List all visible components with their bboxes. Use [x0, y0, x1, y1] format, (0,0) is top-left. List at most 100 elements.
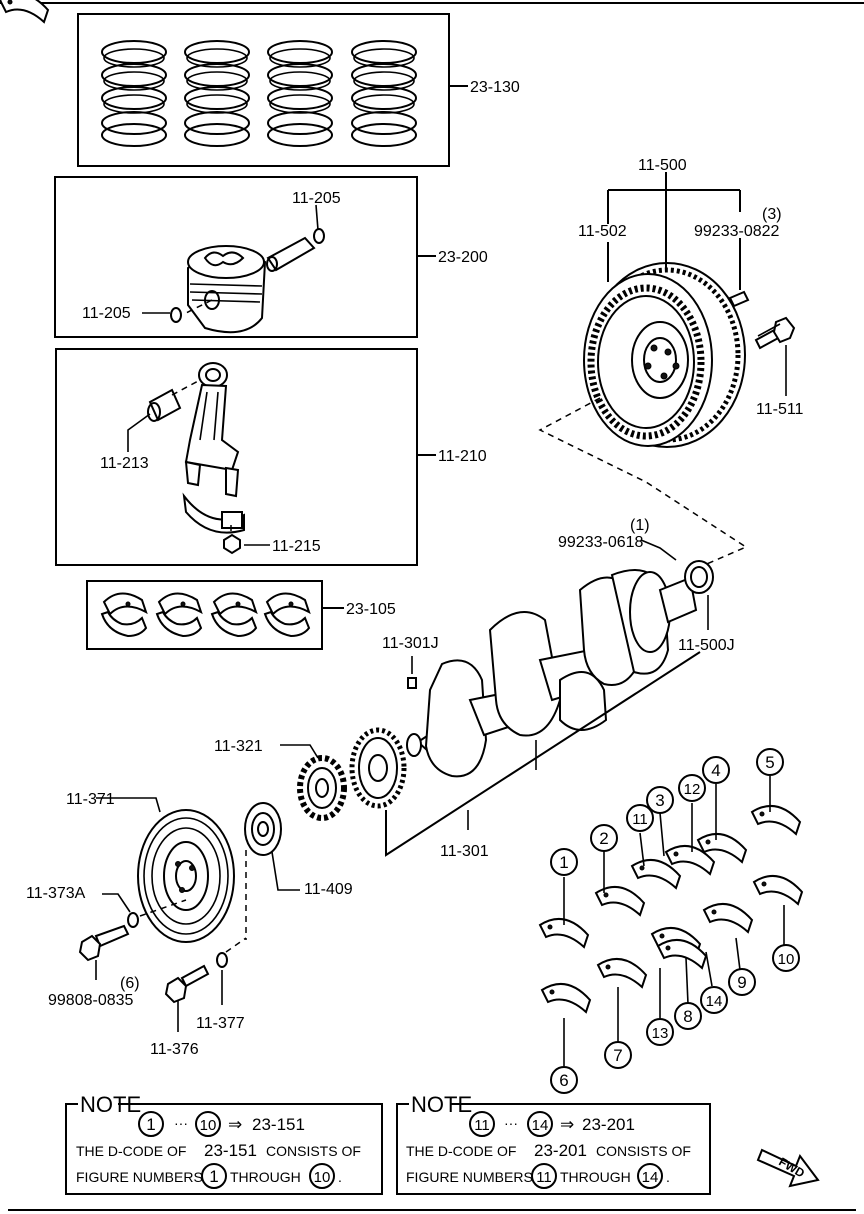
callout-11-215: 11-215: [272, 538, 321, 555]
figure-number-6: 6: [550, 1066, 578, 1094]
note-2-from: 11: [474, 1117, 490, 1134]
figure-number-circle: [626, 804, 654, 832]
piston-pin[interactable]: [266, 236, 316, 272]
flywheel-bolt[interactable]: [754, 316, 796, 350]
crank-sprocket[interactable]: [349, 727, 407, 809]
note-1-line3a: FIGURE NUMBERS: [76, 1169, 203, 1185]
figure-number-label: 3: [655, 791, 664, 810]
figure-number-circle: [674, 1002, 702, 1030]
callout-99233-0822-qty: (3): [762, 206, 782, 223]
flywheel[interactable]: [583, 262, 746, 448]
note-2-target: 23-201: [582, 1115, 635, 1134]
note-2-line3-from: 11: [536, 1169, 552, 1186]
note-1-heading: NOTE: [80, 1092, 141, 1117]
callout-11-373A: 11-373A: [26, 885, 86, 902]
note-2-line3-mid: THROUGH: [560, 1169, 631, 1185]
figure-number-label: 6: [559, 1071, 568, 1090]
oil-pump-gear[interactable]: [297, 755, 347, 821]
figure-number-11: 11: [626, 804, 654, 832]
piston[interactable]: [185, 245, 267, 334]
hub-bolt[interactable]: [164, 964, 210, 1004]
pilot-bearing[interactable]: [684, 560, 714, 594]
callout-11-511: 11-511: [756, 401, 804, 418]
note-1-line3-end: .: [338, 1169, 342, 1185]
crankshaft-pulley[interactable]: [137, 809, 235, 943]
piston-pin-clip-top[interactable]: [313, 228, 325, 244]
note-box-2: NOTE 11 ··· 14 ⇒ 23-201 THE D-CODE OF 23…: [396, 1092, 711, 1195]
note-2-line2b: CONSISTS OF: [596, 1143, 691, 1159]
hub-washer[interactable]: [216, 952, 228, 968]
note-1-dots: ···: [174, 1115, 188, 1131]
callout-11-213: 11-213: [100, 455, 149, 472]
figure-number-circle: [550, 848, 578, 876]
connecting-rod-box: [55, 348, 418, 566]
flywheel-dowel-pin[interactable]: [728, 290, 750, 308]
conrod-bearing-set[interactable]: [100, 592, 310, 638]
figure-number-14: 14: [700, 986, 728, 1014]
figure-number-label: 2: [599, 829, 608, 848]
note-2-line2a: THE D-CODE OF: [406, 1143, 516, 1159]
note-1-to: 10: [200, 1117, 217, 1134]
note-1-arrow: ⇒: [228, 1115, 242, 1134]
note-1-code: 23-151: [204, 1141, 257, 1160]
note-1-target: 23-151: [252, 1115, 305, 1134]
note-1-line3-to: 10: [314, 1169, 331, 1186]
callout-11-371: 11-371: [66, 791, 115, 808]
bearing-box: [86, 580, 323, 650]
figure-number-label: 14: [706, 993, 723, 1010]
pulley-hub[interactable]: [244, 802, 282, 856]
callout-11-376: 11-376: [150, 1041, 199, 1058]
note-1-line3-from: 1: [209, 1167, 218, 1186]
figure-number-circle: [550, 1066, 578, 1094]
figure-number-label: 10: [778, 951, 795, 968]
figure-number-label: 5: [765, 753, 774, 772]
figure-number-label: 12: [684, 781, 701, 798]
figure-number-5: 5: [756, 748, 784, 776]
callout-11-205-top: 11-205: [292, 190, 341, 207]
callout-11-321: 11-321: [214, 738, 263, 755]
callout-23-130: 23-130: [470, 79, 520, 96]
figure-number-label: 11: [632, 811, 648, 828]
figure-number-10: 10: [772, 944, 800, 972]
figure-number-circle: [604, 1041, 632, 1069]
pulley-bolt[interactable]: [78, 924, 130, 962]
callout-99233-0822: 99233-0822: [694, 223, 780, 240]
fwd-arrow-icon: FWD: [756, 1148, 820, 1188]
main-bearing-shells[interactable]: [0, 0, 803, 1013]
note-1-line3-mid: THROUGH: [230, 1169, 301, 1185]
note-1-line2a: THE D-CODE OF: [76, 1143, 186, 1159]
callout-11-500: 11-500: [638, 157, 687, 174]
note-2-line3a: FIGURE NUMBERS: [406, 1169, 533, 1185]
callout-11-301J: 11-301J: [382, 635, 439, 652]
figure-number-2: 2: [590, 824, 618, 852]
conrod-bushing[interactable]: [147, 379, 201, 422]
note-2-dots: ···: [504, 1115, 518, 1131]
pulley-washer[interactable]: [127, 912, 139, 928]
figure-number-circle: [646, 786, 674, 814]
figure-number-label: 1: [559, 853, 568, 872]
figure-number-label: 9: [737, 973, 746, 992]
crankshaft[interactable]: [406, 569, 698, 778]
connecting-rod[interactable]: [182, 362, 245, 534]
conrod-nut[interactable]: [223, 525, 241, 555]
figure-number-label: 13: [652, 1025, 669, 1042]
callout-11-301: 11-301: [440, 843, 489, 860]
crankshaft-key[interactable]: [407, 677, 417, 689]
figure-number-circle: [646, 1018, 674, 1046]
figure-number-label: 8: [683, 1007, 692, 1026]
callout-11-210: 11-210: [438, 448, 487, 465]
figure-number-label: 4: [711, 761, 720, 780]
figure-number-circle: [700, 986, 728, 1014]
callout-99233-0618-qty: (1): [630, 517, 650, 534]
piston-ring-set[interactable]: [77, 13, 450, 167]
piston-pin-clip-left[interactable]: [170, 307, 182, 323]
figure-number-3: 3: [646, 786, 674, 814]
figure-number-9: 9: [728, 968, 756, 996]
note-1-line2b: CONSISTS OF: [266, 1143, 361, 1159]
figure-number-7: 7: [604, 1041, 632, 1069]
figure-number-circle: [702, 756, 730, 784]
note-2-to: 14: [532, 1117, 549, 1134]
callout-23-105: 23-105: [346, 601, 396, 618]
figure-number-label: 7: [613, 1046, 622, 1065]
